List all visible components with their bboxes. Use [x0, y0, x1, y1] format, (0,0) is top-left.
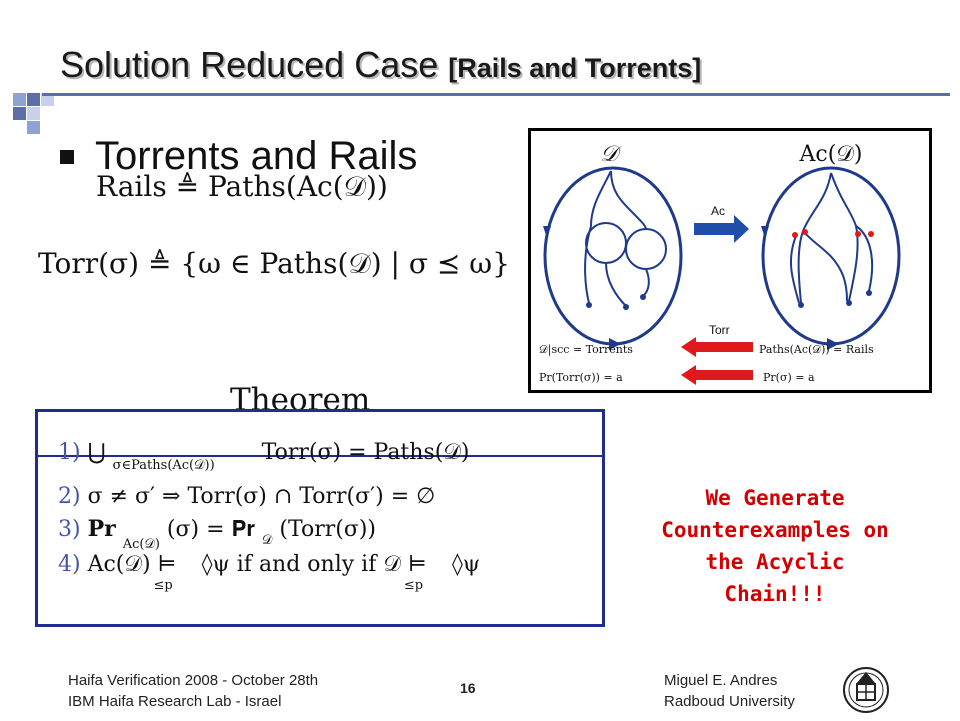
ac-arrow-head: [734, 215, 749, 243]
label-d: 𝒟: [600, 142, 622, 167]
bullet-icon: [60, 150, 74, 164]
footer-institution: Radboud University: [664, 693, 795, 710]
d-outer-ellipse: [543, 166, 683, 346]
theorem-box: [35, 409, 605, 627]
label-torr-arrow: Torr: [709, 323, 730, 337]
item-number: 1): [58, 440, 81, 465]
callout-line: the Acyclic: [705, 550, 845, 574]
item-text-2: (Torr(σ)): [279, 517, 377, 542]
acd-cycle-arrow-bottom: [827, 338, 839, 350]
theorem-title: Theorem: [230, 382, 371, 418]
university-seal-icon: [842, 662, 890, 716]
item-text: Torr(σ) = Paths(𝒟): [261, 440, 470, 465]
theorem-rule: [36, 455, 602, 457]
torr-arrow-1: [681, 337, 753, 357]
item-number: 2): [58, 484, 81, 509]
item-text-3: ◊ψ: [452, 552, 481, 577]
title-decoration: [0, 0, 60, 140]
torrent-definition: Torr(σ) ≜ {ω ∈ Paths(𝒟) | σ ⪯ ω}: [38, 247, 510, 280]
figure-diagram: 𝒟 Ac Ac(𝒟) Torr 𝒟|scc = Torrents Pr(Torr…: [539, 142, 901, 385]
label-torrents: 𝒟|scc = Torrents: [539, 343, 633, 357]
slide-title-sub: [Rails and Torrents]: [448, 53, 702, 83]
footer-left: Haifa Verification 2008 - October 28th I…: [68, 670, 318, 712]
footer-event: Haifa Verification 2008 - October 28th: [68, 672, 319, 689]
item-number: 4): [58, 552, 81, 577]
theorem-item-3: 3) 𝐏𝐫 Ac(𝒟) (σ) = 𝐏𝐫 𝒟 (Torr(σ)): [58, 516, 377, 552]
d-cycle-arrow-bottom: [609, 338, 621, 350]
callout-line: We Generate: [705, 486, 845, 510]
item-text: (σ) = 𝐏𝐫: [166, 517, 256, 542]
torr-arrow-2: [681, 365, 753, 385]
callout-text: We Generate Counterexamples on the Acycl…: [615, 482, 935, 610]
label-rails: Paths(Ac(𝒟)) = Rails: [759, 343, 874, 356]
slide-title-main: Solution Reduced Case: [60, 44, 439, 85]
slide-title: Solution Reduced Case [Rails and Torrent…: [60, 44, 701, 86]
item-subscript: ≤p: [153, 578, 173, 593]
footer-author: Miguel E. Andres: [664, 672, 778, 689]
item-text: σ ≠ σ′ ⇒ Torr(σ) ∩ Torr(σ′) = ∅: [87, 484, 436, 509]
label-pr-sigma: Pr(σ) = a: [763, 371, 815, 384]
item-pr-subscript-2: 𝒟: [262, 533, 273, 548]
item-text-2: ◊ψ if and only if 𝒟 ⊨: [201, 552, 427, 577]
callout-line: Chain!!!: [724, 582, 826, 606]
label-pr-torr: Pr(Torr(σ)) = a: [539, 371, 623, 384]
item-subscript-2: ≤p: [403, 578, 424, 593]
theorem-item-1: 1) ⋃ σ∈Paths(Ac(𝒟)) Torr(σ) = Paths(𝒟): [58, 440, 470, 473]
theorem-item-2: 2) σ ≠ σ′ ⇒ Torr(σ) ∩ Torr(σ′) = ∅: [58, 484, 435, 509]
title-divider: [42, 93, 950, 96]
rails-torrents-figure: 𝒟 Ac Ac(𝒟) Torr 𝒟|scc = Torrents Pr(Torr…: [528, 128, 932, 393]
ac-arrow-shaft: [694, 223, 734, 235]
item-pr-subscript: Ac(𝒟): [122, 537, 160, 552]
footer-right: Miguel E. Andres Radboud University: [664, 670, 795, 712]
item-pr-symbol: 𝐏𝐫: [87, 516, 116, 542]
bullet-text: Torrents and Rails: [95, 134, 418, 178]
label-ac-arrow: Ac: [711, 204, 725, 218]
item-text: Ac(𝒟) ⊨: [87, 552, 177, 577]
item-union-subscript: σ∈Paths(Ac(𝒟)): [112, 458, 215, 473]
callout-line: Counterexamples on: [661, 518, 889, 542]
footer-venue: IBM Haifa Research Lab - Israel: [68, 693, 282, 710]
d-inner-cycle-2: [625, 228, 667, 270]
acd-cycle-arrow-left: [761, 226, 769, 238]
d-inner-cycle-1: [585, 222, 627, 264]
label-acd: Ac(𝒟): [799, 142, 863, 167]
page-number: 16: [460, 680, 476, 696]
item-number: 3): [58, 517, 81, 542]
theorem-item-4: 4) Ac(𝒟) ⊨ ≤p ◊ψ if and only if 𝒟 ⊨ ≤p ◊…: [58, 552, 481, 593]
rails-definition: Rails ≜ Paths(Ac(𝒟)): [96, 170, 388, 203]
d-cycle-arrow-left: [543, 226, 551, 238]
item-union-symbol: ⋃: [87, 440, 106, 465]
